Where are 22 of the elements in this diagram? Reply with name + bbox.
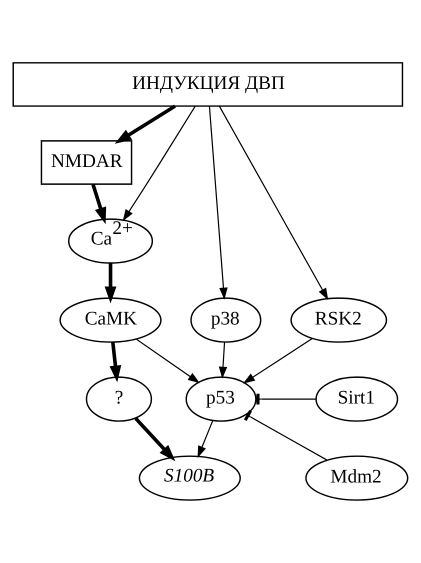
- node-box: NMDAR: [40, 140, 132, 185]
- node-ellipse: Sirt1: [315, 376, 398, 422]
- arrow: [242, 338, 312, 384]
- arrow: [218, 106, 328, 300]
- node-ellipse: CaMK: [59, 297, 162, 343]
- arrow: [198, 420, 214, 458]
- node-ellipse: p38: [190, 297, 262, 343]
- arrow: [104, 263, 116, 304]
- arrow: [110, 342, 122, 382]
- arrow: [136, 338, 200, 384]
- arrow: [91, 184, 106, 224]
- arrow: [218, 342, 228, 379]
- node-box: ИНДУКЦИЯ ДВП: [12, 62, 404, 107]
- node-ellipse: Mdm2: [305, 455, 408, 501]
- node-ellipse: ?: [86, 376, 152, 422]
- arrow: [114, 104, 176, 144]
- arrow: [122, 106, 196, 222]
- arrow: [134, 417, 176, 462]
- connector: [244, 410, 328, 461]
- node-ellipse: RSK2: [290, 297, 388, 343]
- node-ellipse: S100B: [138, 455, 241, 501]
- arrow: [208, 106, 228, 300]
